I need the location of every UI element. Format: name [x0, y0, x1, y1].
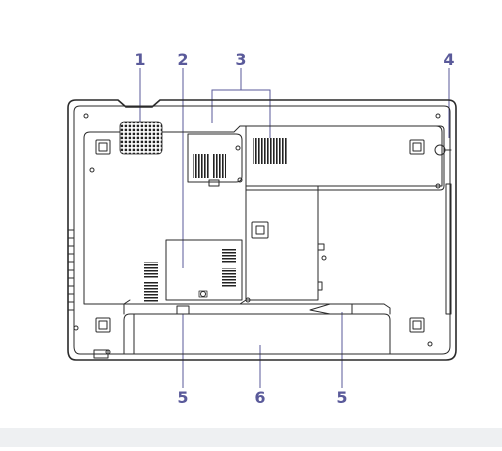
vents	[119, 121, 287, 302]
battery-outline	[123, 313, 391, 355]
chassis-outer	[67, 99, 457, 361]
foot-center	[251, 221, 269, 239]
slot-vent-2	[144, 282, 158, 302]
chassis	[67, 99, 457, 361]
intake-vent	[253, 138, 287, 164]
upper-left-panel	[83, 125, 445, 305]
fan-bay	[187, 133, 243, 183]
battery-latch-right	[309, 303, 353, 315]
speaker-grill	[119, 121, 163, 155]
footer-band	[0, 428, 502, 447]
right-edge-slot	[445, 183, 452, 315]
chassis-inner	[73, 105, 451, 355]
fan-tab	[208, 179, 220, 187]
right-cover	[245, 125, 443, 301]
foot-top-left	[95, 139, 111, 155]
slot-vent-1	[144, 262, 158, 278]
battery-latch-left	[176, 305, 190, 315]
mem-vent-1	[222, 248, 236, 264]
memory-cover	[165, 239, 243, 301]
mem-vent-2	[222, 268, 236, 288]
foot-top-right	[409, 139, 425, 155]
foot-bottom-right	[409, 317, 425, 333]
fan-vent-left	[193, 154, 209, 178]
fan-vent-right	[212, 154, 226, 178]
leader-lines	[139, 68, 450, 388]
foot-bottom-left	[95, 317, 111, 333]
